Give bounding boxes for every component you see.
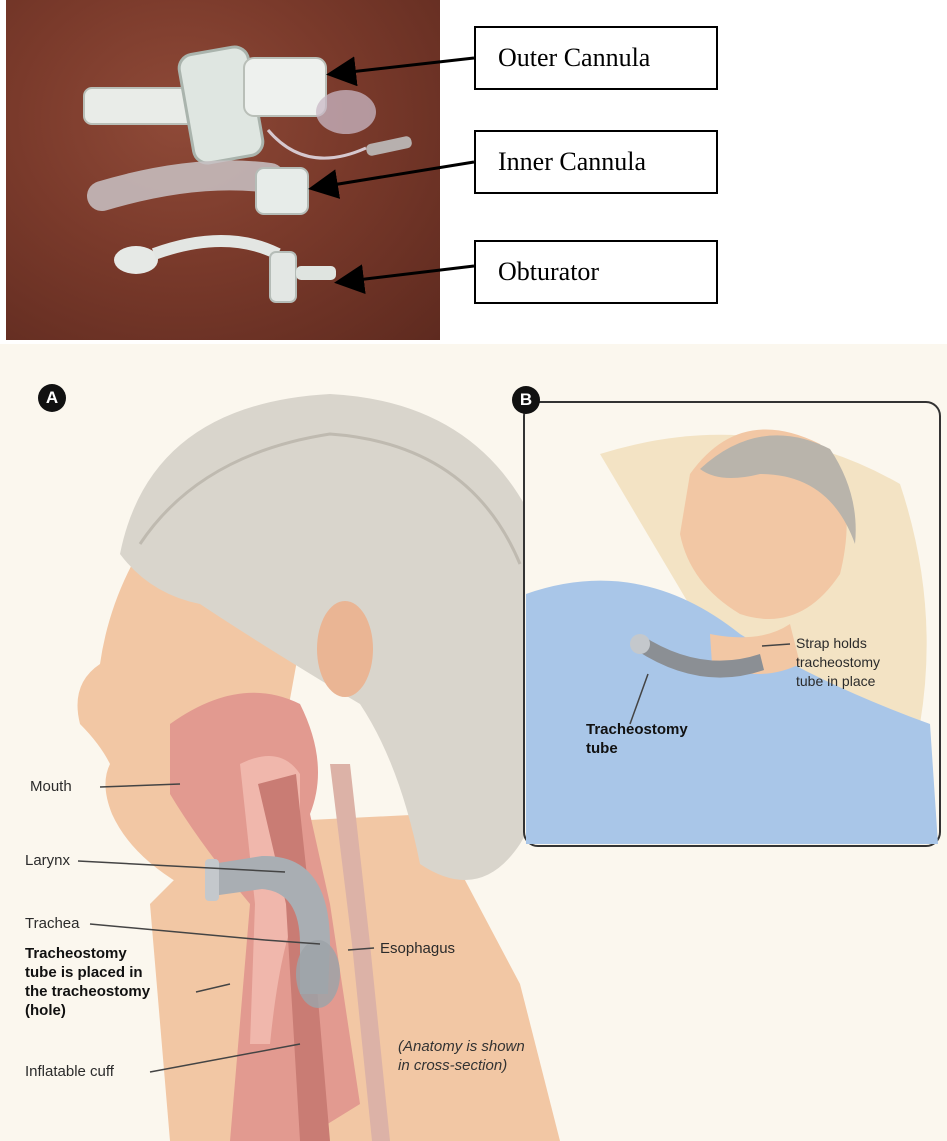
obturator-label: Obturator (474, 240, 718, 304)
outer-cannula-label: Outer Cannula (474, 26, 718, 90)
inflatable-cuff-label: Inflatable cuff (25, 1062, 114, 1081)
trachea-label: Trachea (25, 914, 79, 933)
esophagus-label: Esophagus (380, 939, 455, 958)
panel-b-marker: B (512, 386, 540, 414)
tube-placed-label: Tracheostomy tube is placed in the trach… (25, 944, 150, 1020)
inner-cannula-device (102, 168, 308, 214)
tracheostomy-parts-photo (6, 0, 440, 340)
mouth-label: Mouth (30, 777, 72, 796)
larynx-label: Larynx (25, 851, 70, 870)
outer-cannula-device (84, 45, 413, 165)
cross-section-note: (Anatomy is shown in cross-section) (398, 1037, 525, 1075)
obturator-device (114, 241, 336, 302)
tracheostomy-illustration: A B Mouth Larynx Trachea Tracheostomy tu… (0, 344, 947, 1141)
inner-cannula-label: Inner Cannula (474, 130, 718, 194)
strap-holds-label: Strap holds tracheostomy tube in place (796, 634, 880, 691)
tracheostomy-tube-label: Tracheostomy tube (586, 720, 688, 758)
panel-a-marker: A (38, 384, 66, 412)
head-profile-figure (78, 394, 566, 1141)
